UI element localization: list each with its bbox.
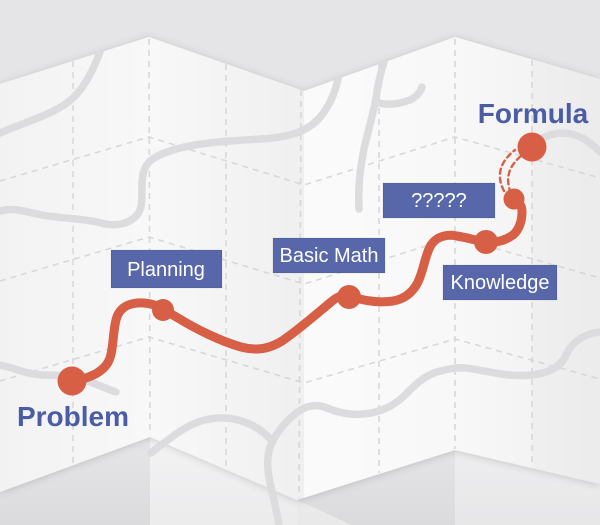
road-bottom-branch bbox=[147, 414, 276, 457]
label-box-unknown: ????? bbox=[382, 182, 496, 219]
waypoint-dot-planning bbox=[152, 299, 174, 321]
fold-line-latitude-3 bbox=[0, 336, 600, 384]
label-box-basic-math-rect bbox=[272, 237, 386, 274]
waypoint-dot-formula bbox=[517, 132, 547, 162]
lower-fold-surface bbox=[0, 437, 600, 525]
fold-line-latitude-1 bbox=[0, 136, 600, 186]
label-box-knowledge-rect bbox=[442, 264, 558, 301]
label-box-planning-rect bbox=[110, 249, 223, 289]
label-box-knowledge: Knowledge bbox=[442, 264, 558, 301]
label-box-planning-text: Planning bbox=[127, 259, 205, 281]
route-jump-arc-outer bbox=[498, 148, 517, 193]
label-box-knowledge-text: Knowledge bbox=[451, 272, 550, 294]
road-center-branch bbox=[372, 83, 426, 108]
label-box-basic-math-text: Basic Math bbox=[280, 245, 379, 267]
route-dots bbox=[57, 132, 547, 396]
fold-line-vertical-4 bbox=[298, 89, 302, 499]
lower-light-wedge-right bbox=[455, 450, 600, 525]
lower-light-wedge-left bbox=[150, 437, 352, 525]
label-box-basic-math: Basic Math bbox=[272, 237, 386, 274]
waypoint-labels: Planning Basic Math ????? Knowledge bbox=[110, 182, 558, 301]
lower-fold-zone bbox=[0, 437, 600, 525]
label-box-unknown-rect bbox=[382, 182, 496, 219]
label-box-planning: Planning bbox=[110, 249, 223, 289]
fold-line-latitude-2 bbox=[0, 236, 600, 285]
road-left-wavy bbox=[0, 70, 343, 229]
road-bottom-main bbox=[263, 328, 600, 525]
waypoint-dot-unknown bbox=[503, 188, 525, 210]
waypoint-dot-basic-math bbox=[337, 285, 361, 309]
waypoint-dot-problem bbox=[57, 366, 87, 396]
road-top-left bbox=[0, 42, 106, 137]
end-title: Formula bbox=[478, 98, 589, 129]
endpoint-titles: Problem Formula bbox=[17, 98, 589, 432]
start-title: Problem bbox=[17, 401, 129, 432]
waypoint-dot-knowledge bbox=[474, 230, 498, 254]
road-center-stem bbox=[355, 48, 391, 213]
fold-lines bbox=[0, 38, 600, 499]
label-box-unknown-text: ????? bbox=[411, 190, 467, 212]
